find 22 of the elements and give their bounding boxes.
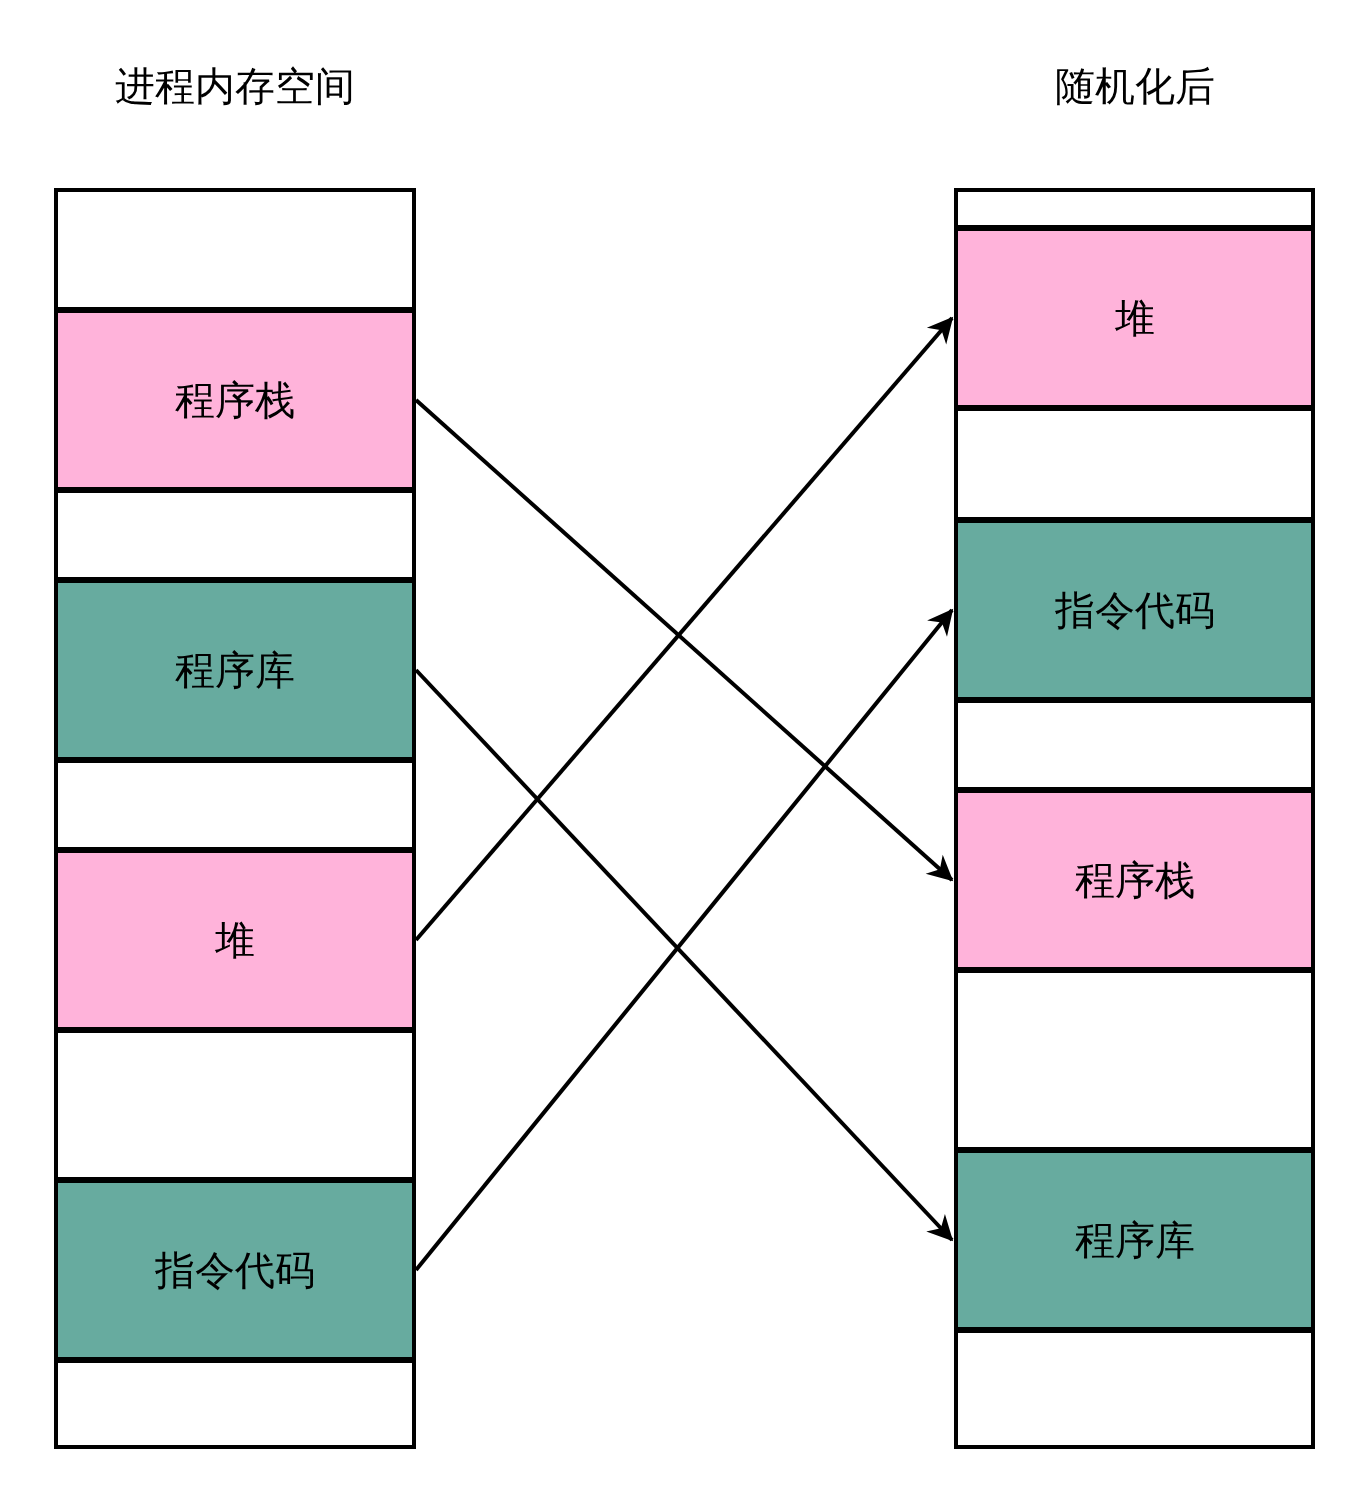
- empty-segment: [954, 188, 1315, 229]
- empty-segment: [54, 489, 416, 581]
- empty-segment: [954, 407, 1315, 521]
- empty-segment: [954, 699, 1315, 791]
- memory-segment: 指令代码: [54, 1179, 416, 1361]
- memory-segment: 堆: [954, 227, 1315, 409]
- arrow: [414, 398, 954, 882]
- column-heading: 进程内存空间: [114, 62, 356, 111]
- column-heading: 随机化后: [1053, 62, 1216, 111]
- memory-segment: 程序库: [954, 1149, 1315, 1331]
- empty-segment: [54, 759, 416, 851]
- arrow: [414, 316, 954, 942]
- memory-segment: 程序栈: [954, 789, 1315, 971]
- empty-segment: [54, 188, 416, 311]
- memory-segment: 堆: [54, 849, 416, 1031]
- memory-segment: 指令代码: [954, 519, 1315, 701]
- memory-segment: 程序栈: [54, 309, 416, 491]
- memory-segment: 程序库: [54, 579, 416, 761]
- empty-segment: [954, 969, 1315, 1151]
- empty-segment: [54, 1029, 416, 1181]
- empty-segment: [954, 1329, 1315, 1449]
- empty-segment: [54, 1359, 416, 1449]
